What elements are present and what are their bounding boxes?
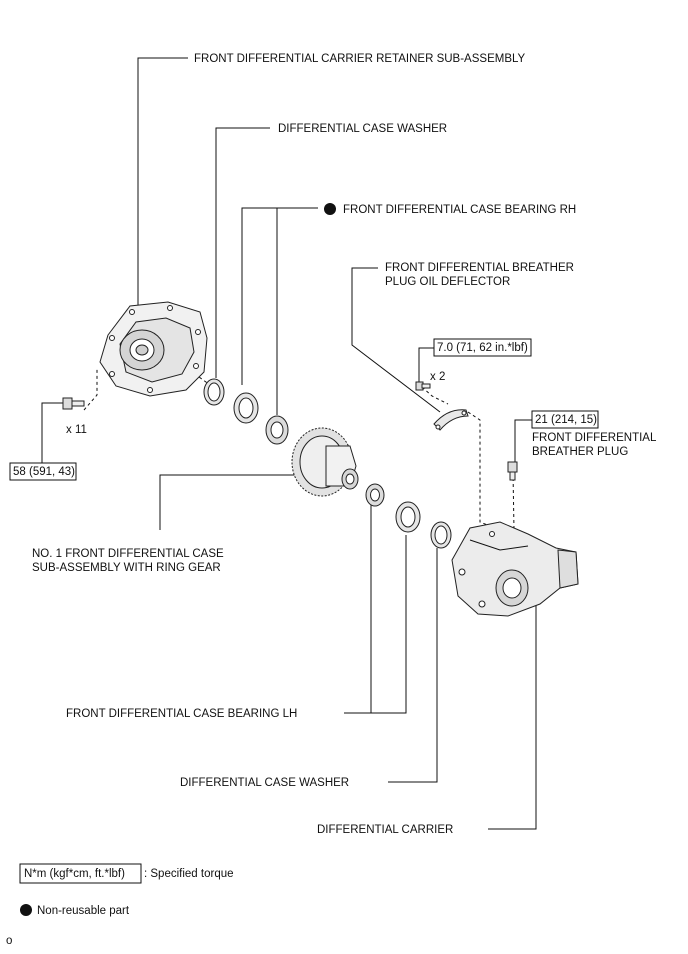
- qty-retainer-bolts: x 11: [66, 424, 87, 436]
- breather-plug-drawing: [507, 461, 518, 481]
- torque-tag-breather-box: [531, 410, 599, 429]
- label-deflector-line1: FRONT DIFFERENTIAL BREATHER: [385, 262, 574, 274]
- washer-bottom-drawing: [430, 521, 452, 549]
- legend-torque-unit: N*m (kgf*cm, ft.*lbf): [24, 868, 125, 880]
- bearing-rh-drawing: [265, 415, 289, 445]
- torque-breather-plug: 21 (214, 15): [535, 414, 597, 426]
- legend: N*m (kgf*cm, ft.*lbf) : Specified torque…: [19, 863, 234, 917]
- torque-deflector-bolt: 7.0 (71, 62 in.*lbf): [437, 342, 528, 354]
- label-retainer: FRONT DIFFERENTIAL CARRIER RETAINER SUB-…: [194, 53, 526, 65]
- retainer-bolt-drawing: [62, 397, 85, 410]
- legend-nonreusable-desc: Non-reusable part: [37, 905, 130, 917]
- bearing-lh-drawing: [365, 483, 385, 507]
- legend-nonreusable-icon: [20, 904, 32, 916]
- label-washer-top: DIFFERENTIAL CASE WASHER: [278, 123, 447, 135]
- nonreusable-marker-icon: [324, 203, 336, 215]
- label-case-line1: NO. 1 FRONT DIFFERENTIAL CASE: [32, 548, 224, 560]
- qty-deflector-bolts: x 2: [430, 371, 445, 383]
- deflector-drawing: [433, 409, 469, 431]
- ring-gear-case-drawing: [291, 427, 359, 497]
- label-washer-bottom: DIFFERENTIAL CASE WASHER: [180, 777, 349, 789]
- bearing-outer-race-rh-drawing: [233, 392, 259, 424]
- leader-lines: [41, 57, 537, 830]
- deflector-bolt-drawing: [415, 381, 431, 391]
- footer-mark: o: [6, 935, 12, 947]
- legend-torque-desc: : Specified torque: [144, 868, 234, 880]
- label-bearing-lh: FRONT DIFFERENTIAL CASE BEARING LH: [66, 708, 297, 720]
- torque-tag-retainer-box: [9, 462, 77, 481]
- torque-retainer-bolts: 58 (591, 43): [13, 466, 75, 478]
- torque-tag-deflector-box: [433, 338, 532, 357]
- label-carrier: DIFFERENTIAL CARRIER: [317, 824, 453, 836]
- label-breather-line2: BREATHER PLUG: [532, 446, 628, 458]
- label-case-line2: SUB-ASSEMBLY WITH RING GEAR: [32, 562, 221, 574]
- label-bearing-rh: FRONT DIFFERENTIAL CASE BEARING RH: [343, 204, 576, 216]
- differential-carrier-drawing: [451, 521, 579, 617]
- label-deflector-line2: PLUG OIL DEFLECTOR: [385, 276, 510, 288]
- washer-top-drawing: [203, 378, 225, 406]
- bearing-outer-race-lh-drawing: [395, 501, 421, 533]
- legend-torque-box: [19, 863, 142, 884]
- retainer-assembly-drawing: [99, 301, 208, 397]
- label-breather-line1: FRONT DIFFERENTIAL: [532, 432, 657, 444]
